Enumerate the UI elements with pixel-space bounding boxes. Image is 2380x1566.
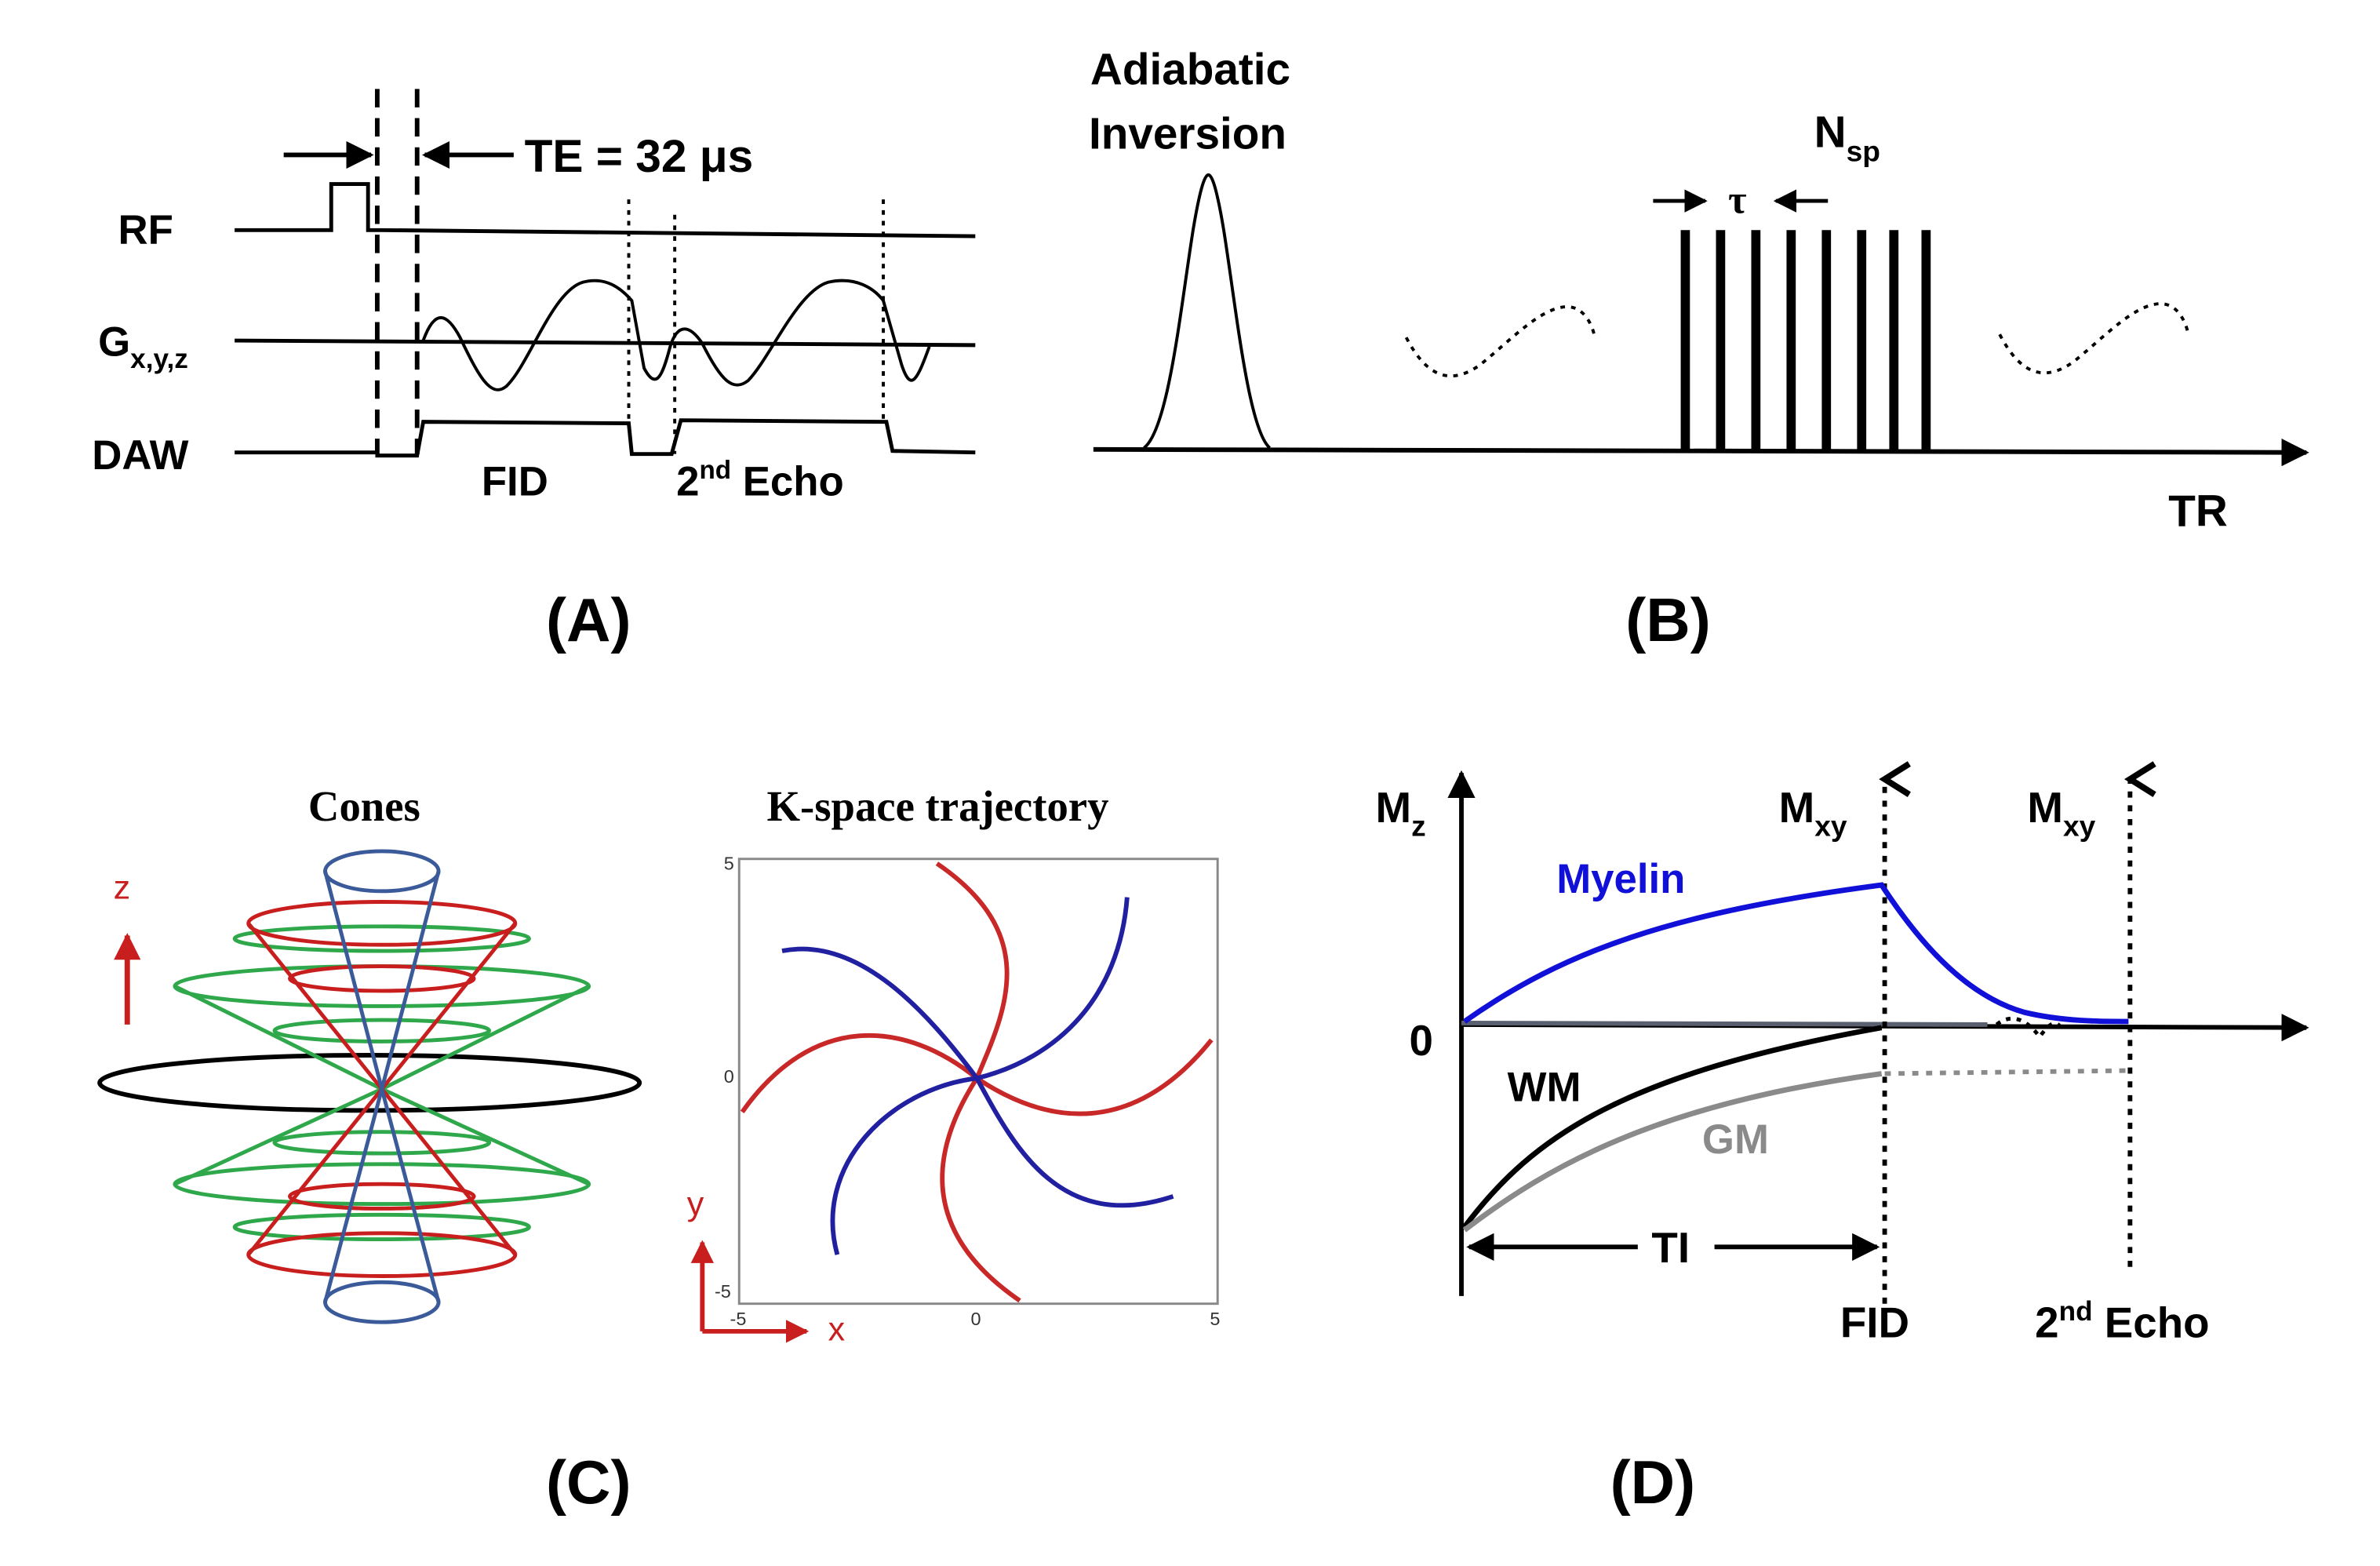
- panel-b-inversion-sequence: Adiabatic Inversion TR Nsp τ (B): [1089, 46, 2309, 654]
- panel-c-cones: Cones z: [97, 782, 642, 1324]
- tick-label-x-mid: 0: [970, 1309, 981, 1329]
- row-label-gradient: Gx,y,z: [98, 319, 188, 375]
- saturation-pulse: [1786, 230, 1796, 450]
- rf-waveform: [235, 182, 976, 239]
- kspace-red-arms: [740, 861, 1214, 1303]
- saturation-pulse: [1680, 230, 1690, 450]
- second-echo-label-d: 2nd Echo: [2035, 1296, 2209, 1347]
- kspace-plot-frame: [737, 858, 1219, 1306]
- fid-label-a: FID: [482, 458, 548, 504]
- panel-d-magnetization: Mz 0 Mxy Mxy Myelin WM GM TI FID 2nd Ech…: [1376, 761, 2309, 1517]
- mxy-label-fid: Mxy: [1779, 783, 1847, 843]
- saturation-pulse: [1751, 230, 1761, 450]
- saturation-pulse: [1889, 230, 1899, 450]
- mz-label: Mz: [1376, 783, 1426, 843]
- panel-b-caption: (B): [1625, 585, 1711, 654]
- z-axis-label: z: [114, 869, 131, 907]
- tr-axis: [1093, 439, 2309, 467]
- x-axis-label: x: [828, 1311, 846, 1349]
- fid-label-d: FID: [1840, 1298, 1909, 1347]
- tick-label-x-left: -5: [730, 1309, 747, 1329]
- panel-d-caption: (D): [1610, 1448, 1696, 1517]
- panel-c-caption: (C): [546, 1448, 631, 1517]
- gradient-waveform: [421, 279, 931, 392]
- te-label: TE = 32 μs: [525, 131, 754, 182]
- tick-label-x-right: 5: [1210, 1309, 1220, 1329]
- panel-c-kspace: K-space trajectory 5 0 -5 -5 0 5 y x (C): [546, 782, 1221, 1517]
- saturation-pulse-train: [1680, 230, 1931, 450]
- gradient-baseline: [235, 338, 976, 348]
- gm-curve: [1462, 1071, 1883, 1233]
- time-axis-gray-overlay: [1461, 1021, 1988, 1027]
- row-label-daw: DAW: [92, 432, 188, 479]
- saturation-pulse: [1821, 230, 1832, 450]
- saturation-pulse: [1921, 230, 1931, 450]
- adiabatic-pulse: [1143, 173, 1272, 450]
- y-axis-label: y: [687, 1185, 704, 1222]
- panel-a-pulse-sequence: RF Gx,y,z DAW TE = 32 μs FID 2nd Echo (A…: [92, 89, 976, 654]
- kspace-blue-arms: [781, 897, 1174, 1255]
- myelin-label: Myelin: [1556, 856, 1685, 902]
- myelin-curve: [1462, 882, 2129, 1025]
- gm-label: GM: [1702, 1116, 1769, 1163]
- zero-label: 0: [1410, 1016, 1433, 1065]
- tr-label: TR: [2168, 487, 2228, 537]
- gm-dotted-continuation: [1884, 1068, 2131, 1076]
- ti-label: TI: [1651, 1223, 1690, 1272]
- saturation-pulse: [1716, 230, 1726, 450]
- saturation-pulse: [1857, 230, 1867, 450]
- daw-waveform: [235, 418, 976, 458]
- second-echo-label-a: 2nd Echo: [676, 456, 844, 505]
- cones-title: Cones: [308, 782, 420, 830]
- row-label-rf: RF: [118, 207, 173, 253]
- nsp-label: Nsp: [1814, 108, 1880, 168]
- wm-label: WM: [1508, 1065, 1581, 1111]
- xy-plane-ellipse: [97, 1053, 642, 1113]
- red-cone: [246, 900, 518, 1278]
- recovery-dotted-wave-1: [1404, 305, 1597, 378]
- tau-label: τ: [1728, 178, 1746, 222]
- tick-label-y-top: 5: [724, 853, 734, 873]
- wm-recovery-dotted: [1995, 1016, 2063, 1040]
- green-cone: [173, 924, 591, 1242]
- adiabatic-label: Adiabatic: [1090, 46, 1290, 95]
- recovery-dotted-wave-2: [1998, 302, 2190, 375]
- kspace-title: K-space trajectory: [766, 782, 1108, 830]
- inversion-label: Inversion: [1089, 110, 1286, 159]
- tick-label-y-mid: 0: [724, 1066, 734, 1087]
- blue-cone: [322, 849, 441, 1324]
- tick-label-y-bottom: -5: [715, 1281, 731, 1302]
- panel-a-caption: (A): [546, 585, 631, 654]
- wm-curve: [1462, 1025, 1883, 1229]
- mxy-label-echo: Mxy: [2027, 783, 2095, 843]
